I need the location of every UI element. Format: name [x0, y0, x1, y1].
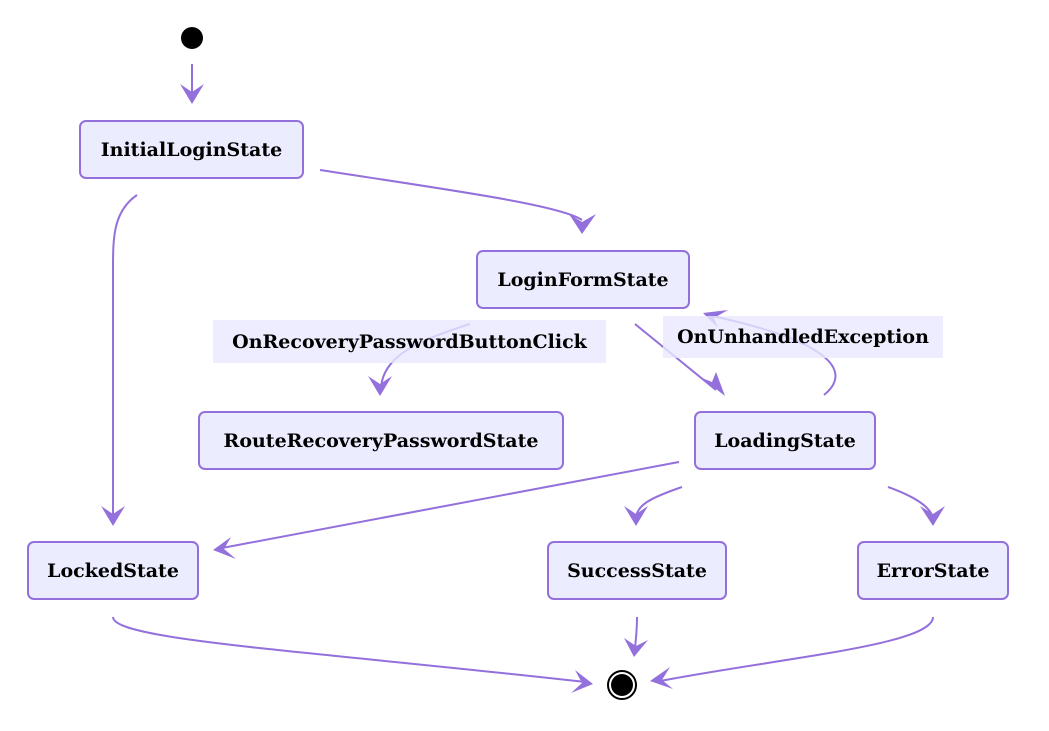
arrowhead-icon — [368, 376, 392, 396]
state-loading: LoadingState — [694, 411, 876, 470]
edge-locked-to-end — [112, 616, 586, 683]
state-route-recovery-password: RouteRecoveryPasswordState — [198, 411, 564, 470]
arrowhead-icon — [703, 310, 728, 328]
start-node — [181, 27, 203, 49]
arrowhead-icon — [624, 638, 648, 657]
edge-loading-to-locked — [221, 461, 680, 549]
state-login-form: LoginFormState — [476, 250, 690, 309]
edge-success-to-end — [634, 616, 638, 649]
transition-label-recovery: OnRecoveryPasswordButtonClick — [213, 320, 606, 363]
edge-initial-to-locked — [111, 194, 138, 518]
state-locked: LockedState — [27, 541, 199, 600]
arrowhead-icon — [180, 84, 204, 104]
arrowhead-icon — [624, 506, 648, 526]
end-node — [607, 670, 637, 700]
arrowhead-icon — [213, 537, 236, 559]
arrowhead-icon — [702, 372, 725, 396]
state-success: SuccessState — [547, 541, 727, 600]
arrowhead-icon — [101, 506, 125, 526]
edge-initial-to-loginform — [319, 169, 583, 221]
arrowhead-icon — [569, 214, 596, 234]
state-initial-login: InitialLoginState — [79, 120, 304, 179]
state-error: ErrorState — [857, 541, 1009, 600]
arrowhead-icon — [920, 506, 945, 526]
arrowhead-icon — [571, 670, 593, 693]
arrowhead-icon — [650, 667, 673, 689]
transition-label-unhandled-exception: OnUnhandledException — [663, 316, 943, 358]
edge-error-to-end — [659, 616, 934, 682]
